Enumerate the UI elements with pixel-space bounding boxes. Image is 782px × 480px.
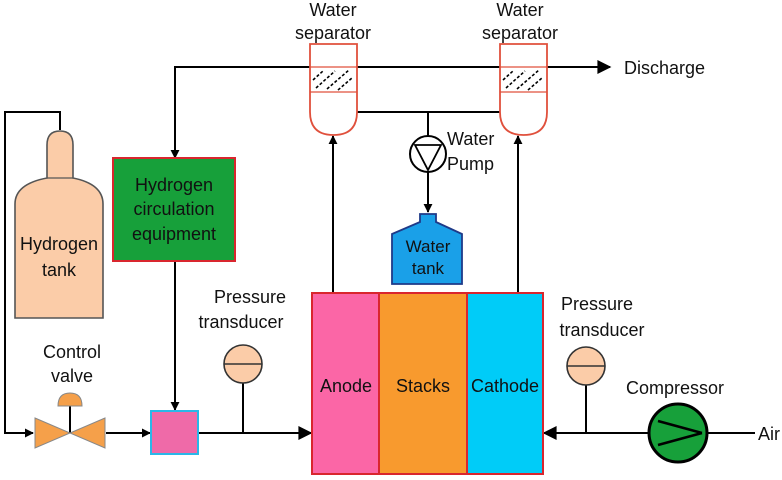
hydrogen-circulation-label-l1: Hydrogen: [135, 175, 213, 195]
pressure-transducer-1-label-l2: transducer: [198, 312, 283, 332]
water-separator-1-label-l1: Water: [309, 0, 356, 20]
pressure-transducer-1: Pressure transducer: [198, 287, 286, 384]
hydrogen-tank: Hydrogen tank: [14, 130, 104, 319]
pipe-separator-to-circulation: [170, 66, 310, 159]
control-valve-label-l2: valve: [51, 366, 93, 386]
pressure-transducer-1-label-l1: Pressure: [214, 287, 286, 307]
anode-block: [311, 292, 380, 475]
pipe-lines: [4, 60, 755, 440]
pressure-transducer-2: Pressure transducer: [559, 294, 645, 386]
water-pump-label-l1: Water: [447, 129, 494, 149]
water-pump: Water Pump: [409, 129, 494, 174]
pressure-transducer-2-label-l2: transducer: [559, 320, 644, 340]
water-tank-label-l2: tank: [412, 259, 445, 278]
water-tank-label-l1: Water: [406, 237, 451, 256]
water-separator-1-label-l2: separator: [295, 23, 371, 43]
stacks-label: Stacks: [396, 376, 450, 396]
water-separator-1: Water separator: [295, 0, 371, 136]
pressure-transducer-2-label-l1: Pressure: [561, 294, 633, 314]
water-separator-2-label-l1: Water: [496, 0, 543, 20]
control-valve: Control valve: [34, 342, 106, 449]
water-tank: Water tank: [391, 213, 463, 285]
water-separator-2: Water separator: [482, 0, 558, 136]
stacks-block: [378, 292, 468, 475]
mixer-junction: [150, 410, 199, 455]
pipe-hydrogen-tank-loop: [4, 111, 61, 438]
hydrogen-circulation-equipment: Hydrogen circulation equipment: [112, 157, 236, 262]
hydrogen-tank-label-l2: tank: [42, 260, 77, 280]
cathode-label: Cathode: [471, 376, 539, 396]
control-valve-label-l1: Control: [43, 342, 101, 362]
air-label: Air: [758, 424, 780, 444]
compressor-label: Compressor: [626, 378, 724, 398]
discharge-label: Discharge: [624, 58, 705, 78]
water-pump-label-l2: Pump: [447, 154, 494, 174]
compressor: Compressor: [626, 378, 724, 464]
anode-label: Anode: [320, 376, 372, 396]
hydrogen-circulation-label-l2: circulation: [133, 199, 214, 219]
hydrogen-tank-label-l1: Hydrogen: [20, 234, 98, 254]
water-separator-2-label-l2: separator: [482, 23, 558, 43]
hydrogen-circulation-label-l3: equipment: [132, 224, 216, 244]
cathode-block: [466, 292, 544, 475]
fuel-cell-stack: Anode Stacks Cathode: [311, 292, 544, 475]
